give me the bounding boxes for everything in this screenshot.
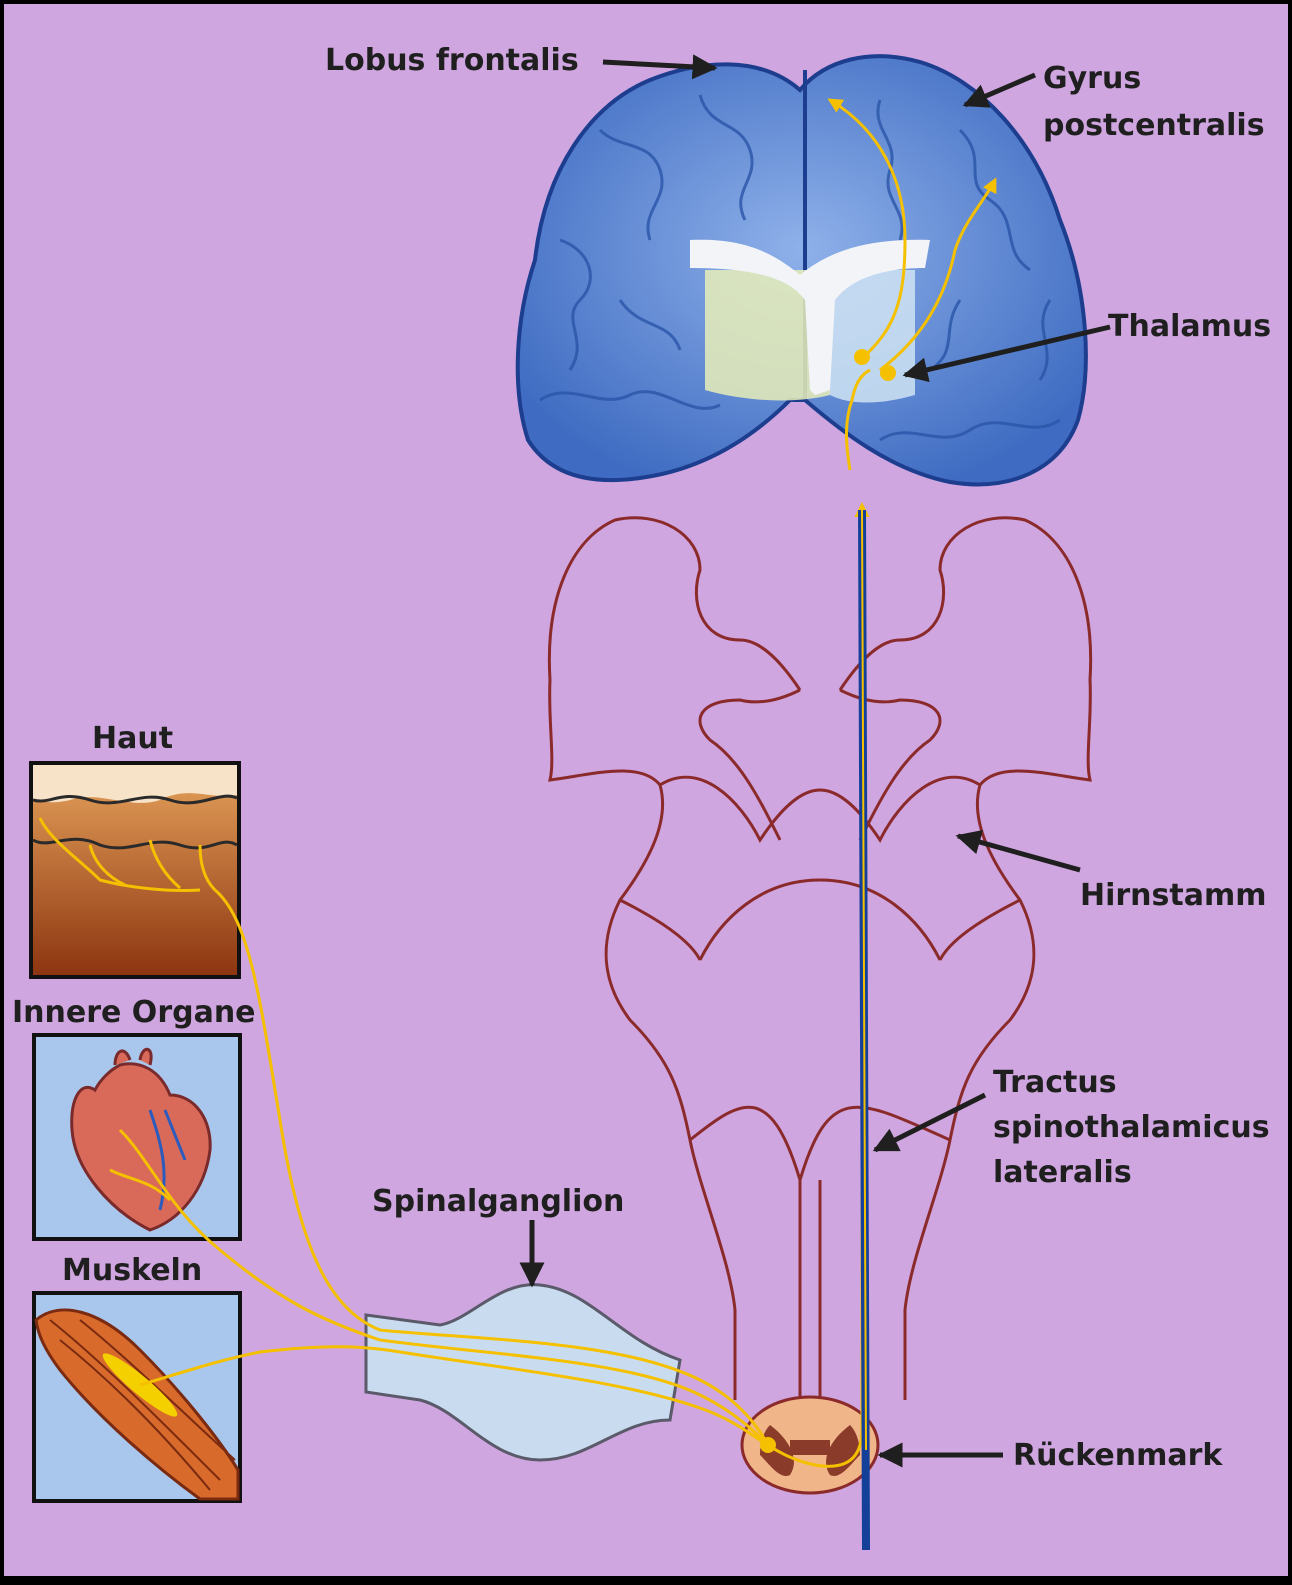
haut-panel — [31, 763, 239, 977]
label-thalamus: Thalamus — [1108, 309, 1271, 344]
thalamus-neuron-2 — [880, 365, 896, 381]
label-gyrus-line2: postcentralis — [1043, 108, 1265, 143]
muskeln-panel — [34, 1293, 240, 1501]
innere-organe-panel — [34, 1035, 240, 1239]
label-muskeln: Muskeln — [62, 1253, 202, 1288]
label-gyrus-line1: Gyrus — [1043, 61, 1141, 96]
label-tractus-line3: lateralis — [993, 1155, 1132, 1190]
label-tractus-line1: Tractus — [993, 1065, 1117, 1100]
label-tractus-line2: spinothalamicus — [993, 1110, 1270, 1145]
label-hirnstamm: Hirnstamm — [1080, 878, 1267, 913]
spinal-cord — [742, 1397, 878, 1493]
label-innere-organe: Innere Organe — [12, 995, 256, 1030]
label-lobus-frontalis: Lobus frontalis — [325, 43, 579, 78]
label-rueckenmark: Rückenmark — [1013, 1438, 1223, 1473]
label-spinalganglion: Spinalganglion — [372, 1184, 624, 1219]
thalamus-neuron-1 — [854, 349, 870, 365]
label-haut: Haut — [92, 721, 173, 756]
